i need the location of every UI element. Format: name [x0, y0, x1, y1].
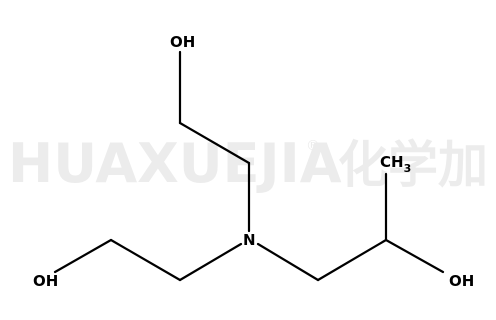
watermark-brand: HUAXUEJIA [8, 132, 342, 195]
atom-nitrogen: N [243, 231, 256, 249]
atom-oh-left: OH [33, 272, 58, 290]
bond-c1-c2 [178, 121, 251, 165]
bond-c6-oh-right [384, 238, 445, 274]
bonds [53, 50, 445, 282]
atom-methyl-main: CH [380, 153, 404, 171]
bond-c4-oh-left [53, 238, 113, 274]
atom-labels: OH OH OH N CH3 [33, 33, 474, 290]
atom-oh-right: OH [449, 272, 474, 290]
bond-c3-c4 [109, 238, 182, 282]
atom-oh-top: OH [170, 33, 195, 51]
atom-methyl: CH3 [380, 153, 411, 175]
watermark-chinese: 化学加 [338, 136, 488, 194]
bond-c5-c6 [316, 238, 388, 282]
watermark: HUAXUEJIA ® 化学加 [8, 132, 488, 195]
atom-methyl-subscript: 3 [404, 162, 412, 175]
bond-n-c3 [178, 242, 243, 282]
bond-n-c5 [256, 242, 320, 282]
watermark-registered-mark: ® [306, 138, 320, 154]
